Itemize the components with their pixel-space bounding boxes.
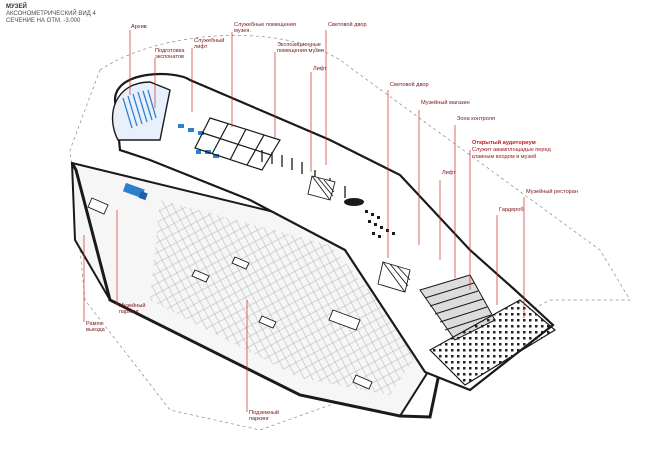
restaurant-seating [429, 299, 557, 386]
label-underground-parking: Подземный [249, 410, 279, 416]
label-service-rooms: Служебные помещения [234, 22, 296, 28]
label-service-rooms-2: музея. [234, 28, 251, 34]
label-wardrobe: Гардероб [499, 207, 524, 213]
museum-shop-furniture [344, 198, 395, 238]
label-exit-ramp: Рампа [86, 321, 103, 327]
drawing-header: МУЗЕЙ АКСОНОМЕТРИЧЕСКИЙ ВИД 4 СЕЧЕНИЕ НА… [6, 4, 96, 25]
archive-shelving [122, 89, 157, 129]
label-prep: Подготовка [155, 48, 185, 54]
parking-ramps [87, 197, 373, 390]
label-museum-parking: Музейный [119, 303, 146, 309]
label-light-court-1: Световой двор [328, 22, 367, 28]
label-exit-ramp-2: выезда [86, 327, 105, 333]
service-rooms [194, 117, 281, 171]
drawing-section-level: СЕЧЕНИЕ НА ОТМ. -3.000 [6, 18, 81, 24]
museum-van-icon [122, 182, 148, 201]
drawing-title: МУЗЕЙ [6, 4, 27, 10]
label-service-lift-2: лифт [194, 44, 208, 50]
label-museum-restaurant: Музейный ресторан [526, 189, 578, 195]
label-light-court-2: Световой двор [390, 82, 429, 88]
light-court-2 [377, 261, 411, 293]
label-museum-shop: Музейный магазин [421, 100, 470, 106]
label-museum-parking-2: паркинг [119, 309, 139, 315]
label-underground-parking-2: паркинг [249, 416, 269, 422]
label-prep-2: экспонатов [155, 54, 184, 60]
label-lift-1: Лифт [313, 66, 327, 72]
archive-room [111, 81, 171, 141]
label-open-auditorium-2: Служит авамплощадью перед [472, 147, 551, 153]
label-control-zone: Зона контроля [457, 116, 495, 122]
parking-outer-wall [70, 162, 447, 419]
parking-bays [150, 200, 420, 395]
light-court-1 [307, 175, 336, 201]
label-exhibit-rooms-2: помещения музея [277, 48, 324, 54]
label-open-auditorium-3: главным входом в музей [472, 154, 537, 160]
label-archive: Архив [131, 24, 147, 30]
drawing-subtitle: АКСОНОМЕТРИЧЕСКИЙ ВИД 4 [6, 11, 96, 17]
label-open-auditorium: Открытый аудиториум [472, 140, 536, 146]
label-lift-2: Лифт [442, 170, 456, 176]
leader-lines [83, 30, 525, 412]
label-service-lift: Служебный [194, 38, 225, 44]
label-exhibit-rooms: Экспозиционные [277, 42, 321, 48]
